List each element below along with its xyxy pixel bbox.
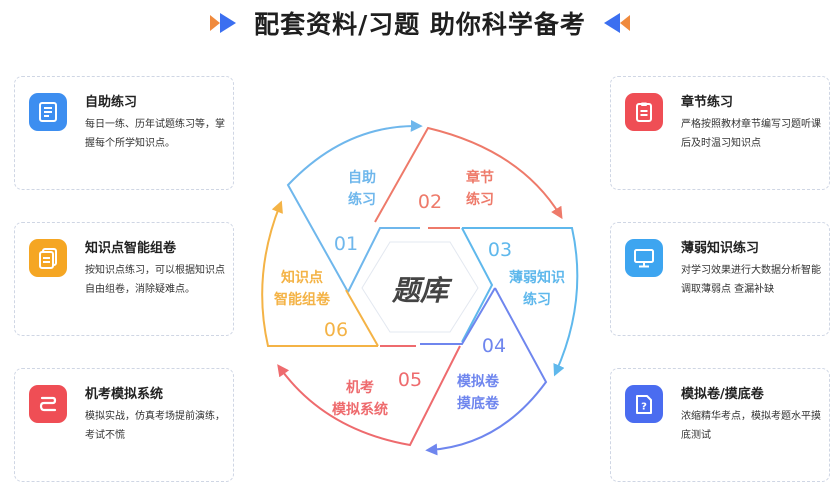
card-desc: 按知识点练习，可以根据知识点自由组卷，消除疑难点。: [85, 265, 225, 295]
segment-04-label-1: 模拟卷: [457, 373, 500, 390]
segment-06-number: 06: [324, 319, 348, 341]
segment-02-label-1: 章节: [466, 169, 494, 186]
card-title: 章节练习: [681, 95, 734, 110]
segment-01-label-1: 自助: [348, 169, 376, 186]
monitor-icon: [625, 239, 663, 277]
segment-04-number: 04: [482, 335, 506, 357]
segment-06-label-1: 知识点: [281, 269, 323, 286]
card-desc: 模拟实战，仿真考场提前演练，考试不慌: [85, 411, 225, 441]
left-arrow-decoration-icon: [210, 13, 237, 33]
card-smart-paper[interactable]: 知识点智能组卷 按知识点练习，可以根据知识点自由组卷，消除疑难点。: [14, 222, 234, 336]
segment-05-number: 05: [398, 369, 422, 391]
svg-text:?: ?: [641, 402, 647, 413]
segment-04: 模拟卷 摸底卷 04: [420, 287, 548, 456]
question-bank-cycle-diagram: 自助 练习 01 章节 练习 02 薄弱知识 练习 03 模拟卷 摸底卷 04 …: [261, 119, 579, 456]
card-desc: 每日一练、历年试题练习等，掌握每个所学知识点。: [85, 119, 225, 149]
center-title: 题库: [391, 274, 453, 307]
card-title: 薄弱知识练习: [681, 241, 760, 256]
segment-03-label-2: 练习: [523, 291, 551, 308]
card-weak-point[interactable]: 薄弱知识练习 对学习效果进行大数据分析智能调取薄弱点 查漏补缺: [610, 222, 830, 336]
card-title: 机考模拟系统: [85, 387, 164, 402]
segment-05-label-2: 模拟系统: [332, 401, 388, 418]
clipboard-icon: [625, 93, 663, 131]
segment-03-label-1: 薄弱知识: [509, 269, 565, 286]
segment-01: 自助 练习 01: [286, 119, 423, 293]
segment-02: 章节 练习 02: [374, 126, 563, 229]
segment-03-number: 03: [488, 239, 512, 261]
card-self-practice[interactable]: 自助练习 每日一练、历年试题练习等，掌握每个所学知识点。: [14, 76, 234, 190]
segment-06: 知识点 智能组卷 06: [261, 200, 379, 347]
segment-01-label-2: 练习: [348, 191, 376, 208]
card-desc: 浓缩精华考点，模拟考题水平摸底测试: [681, 411, 821, 441]
segment-03: 薄弱知识 练习 03: [461, 227, 579, 377]
segment-06-label-2: 智能组卷: [273, 291, 331, 308]
papers-icon: [29, 239, 67, 277]
list-doc-icon: [29, 93, 67, 131]
segment-05: 机考 模拟系统 05: [277, 345, 461, 447]
page-title: 配套资料/习题 助你科学备考: [254, 10, 586, 39]
question-doc-icon: ?: [625, 385, 663, 423]
exam-system-icon: [29, 385, 67, 423]
segment-05-label-1: 机考: [346, 379, 374, 396]
card-desc: 对学习效果进行大数据分析智能调取薄弱点 查漏补缺: [681, 265, 821, 295]
segment-04-label-2: 摸底卷: [457, 395, 500, 412]
right-arrow-decoration-icon: [603, 13, 630, 33]
center-hexagon: [361, 241, 479, 333]
card-desc: 严格按照教材章节编写习题听课后及时温习知识点: [681, 119, 821, 149]
card-chapter-practice[interactable]: 章节练习 严格按照教材章节编写习题听课后及时温习知识点: [610, 76, 830, 190]
segment-02-number: 02: [418, 191, 442, 213]
card-mock-exam[interactable]: ? 模拟卷/摸底卷 浓缩精华考点，模拟考题水平摸底测试: [610, 368, 830, 482]
card-title: 自助练习: [85, 95, 138, 110]
segment-02-label-2: 练习: [466, 191, 494, 208]
card-exam-system[interactable]: 机考模拟系统 模拟实战，仿真考场提前演练，考试不慌: [14, 368, 234, 482]
header: 配套资料/习题 助你科学备考: [0, 0, 840, 46]
segment-01-number: 01: [334, 233, 358, 255]
card-title: 模拟卷/摸底卷: [681, 387, 764, 402]
card-title: 知识点智能组卷: [85, 241, 177, 256]
